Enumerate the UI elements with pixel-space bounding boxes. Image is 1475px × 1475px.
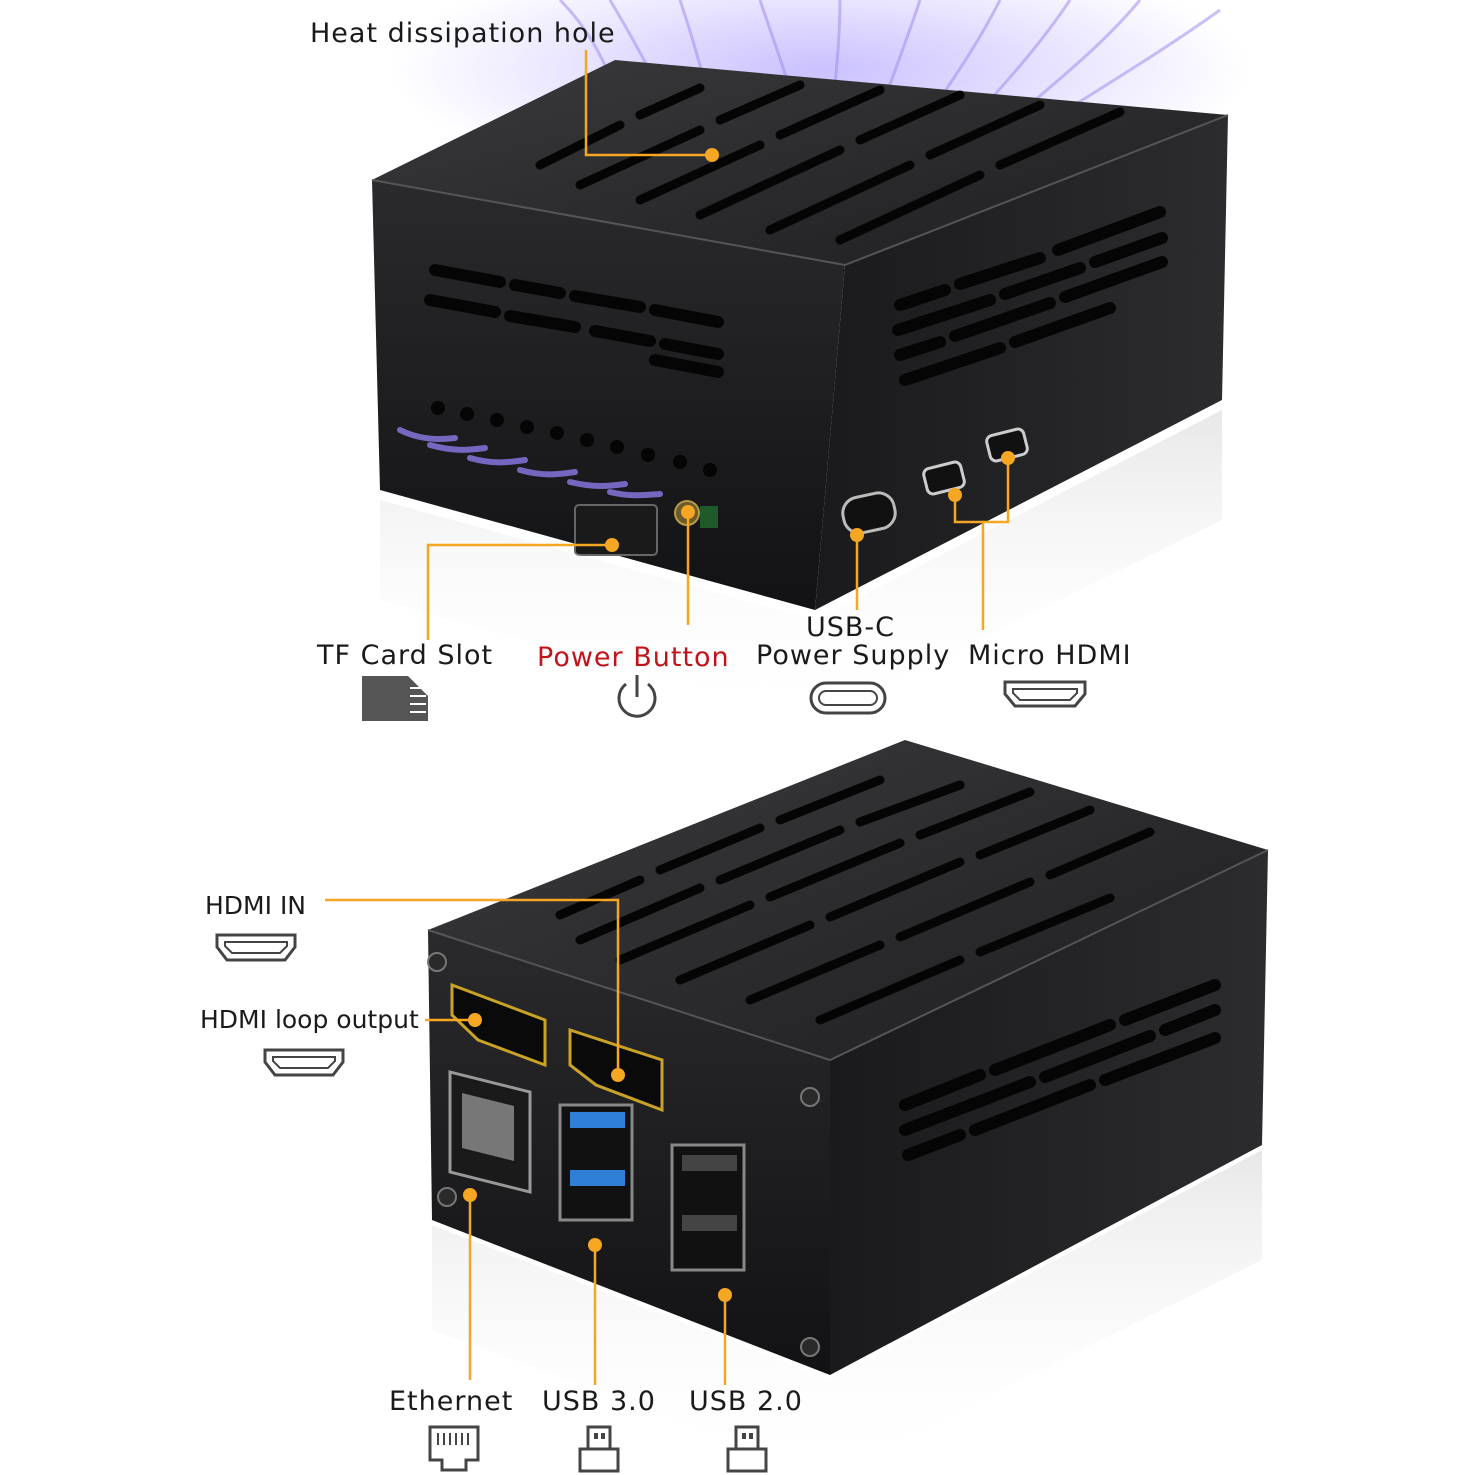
ethernet-label: Ethernet xyxy=(389,1386,514,1417)
power-button-label: Power Button xyxy=(537,642,730,673)
usb2-ports xyxy=(670,1143,746,1272)
usb-3-label: USB 3.0 xyxy=(542,1386,656,1417)
hdmi-loop-output-label: HDMI loop output xyxy=(200,1005,419,1034)
power-icon xyxy=(617,675,657,718)
micro-hdmi-port-1 xyxy=(922,460,966,496)
callout-dots-top xyxy=(605,148,1015,552)
hdmi-in-icon xyxy=(215,933,297,962)
top-reflection xyxy=(380,410,1222,720)
ethernet-icon xyxy=(428,1425,480,1472)
callouts-bottom xyxy=(325,898,727,1385)
top-lid-vents xyxy=(535,80,1125,245)
top-front-holes xyxy=(431,401,717,477)
hdmi-loop-port xyxy=(450,982,547,1068)
bottom-side-vents xyxy=(899,979,1221,1161)
tf-card-slot-port xyxy=(574,504,658,556)
heat-dissipation-hole-label: Heat dissipation hole xyxy=(310,18,616,49)
sd-card-icon xyxy=(362,676,428,721)
hdmi-loop-icon xyxy=(263,1048,345,1077)
usb2-icon xyxy=(726,1425,768,1473)
tf-card-slot-label: TF Card Slot xyxy=(317,640,494,671)
power-supply-label: Power Supply xyxy=(756,640,951,671)
top-device xyxy=(371,0,1250,720)
usb-c-label: USB-C xyxy=(806,612,896,643)
usb-2-label: USB 2.0 xyxy=(689,1386,803,1417)
usb-c-port xyxy=(841,491,897,535)
top-front-vents xyxy=(424,264,724,378)
callout-dots-bottom xyxy=(463,1013,732,1302)
bottom-device xyxy=(427,740,1269,1475)
usb3-icon xyxy=(578,1425,620,1473)
top-case-side xyxy=(815,115,1228,610)
callouts-top xyxy=(426,50,1010,640)
top-case-front xyxy=(372,180,845,610)
micro-hdmi-label: Micro HDMI xyxy=(968,640,1132,671)
micro-hdmi-icon xyxy=(1003,680,1087,708)
usb3-ports xyxy=(558,1103,634,1222)
usb-c-icon xyxy=(809,681,887,715)
bottom-case-side xyxy=(830,850,1268,1375)
hdmi-in-label: HDMI IN xyxy=(205,891,307,920)
case-screws xyxy=(427,952,820,1357)
bottom-reflection xyxy=(432,1150,1262,1475)
airflow-streaks-front xyxy=(397,427,663,499)
top-side-vents xyxy=(892,206,1168,386)
bottom-lid-vents xyxy=(555,775,1155,1025)
